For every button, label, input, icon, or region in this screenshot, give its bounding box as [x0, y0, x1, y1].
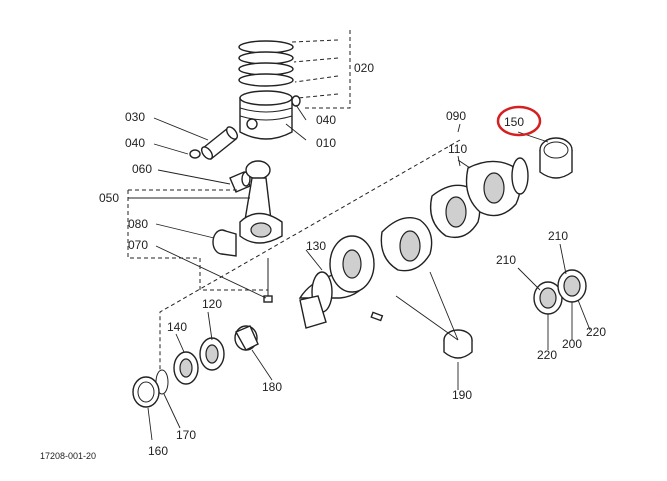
label-030: 030: [125, 110, 145, 124]
label-060: 060: [132, 162, 152, 176]
main-bearing: [443, 329, 473, 359]
label-160: 160: [148, 444, 168, 458]
piston-ring-set: [238, 40, 294, 87]
label-070: 070: [128, 238, 148, 252]
crankshaft-bushing: [539, 137, 573, 179]
label-200: 200: [562, 337, 582, 351]
label-120: 120: [202, 297, 222, 311]
label-180: 180: [262, 380, 282, 394]
crankshaft-sleeve: [173, 351, 199, 385]
label-040-right: 040: [316, 113, 336, 127]
label-220-right: 220: [586, 325, 606, 339]
small-end-bushing: [229, 171, 251, 193]
label-210-right: 210: [548, 229, 568, 243]
label-110: 110: [448, 142, 467, 156]
connecting-rod: [239, 160, 283, 244]
label-210-left: 210: [496, 253, 516, 267]
sleeve-bushing: [234, 325, 259, 351]
label-170: 170: [176, 428, 196, 442]
label-140: 140: [167, 320, 187, 334]
piston: [239, 90, 293, 140]
label-220-left: 220: [537, 348, 557, 362]
crankshaft-plug: [457, 159, 471, 169]
label-090: 090: [446, 109, 466, 123]
label-010: 010: [316, 136, 336, 150]
label-190: 190: [452, 388, 472, 402]
piston-pin-clip-left: [189, 149, 201, 159]
label-040-left: 040: [125, 136, 145, 150]
main-bearing-case-assembly: [533, 269, 587, 315]
crankshaft-gear: [199, 337, 225, 371]
piston-pin: [200, 126, 239, 161]
connecting-rod-bolt: [263, 258, 273, 303]
label-050: 050: [99, 191, 119, 205]
label-130: 130: [306, 239, 326, 253]
piston-pin-clip-right: [291, 95, 301, 107]
crank-pin-bearing: [212, 229, 237, 257]
drawing-number: 17208-001-20: [40, 451, 96, 461]
label-080: 080: [128, 217, 148, 231]
crankshaft: [298, 157, 529, 329]
label-020: 020: [354, 61, 374, 75]
oil-seal: [132, 376, 160, 408]
highlight-marker: [496, 105, 542, 137]
label-150: 150: [504, 115, 524, 129]
woodruff-key: [370, 311, 384, 322]
